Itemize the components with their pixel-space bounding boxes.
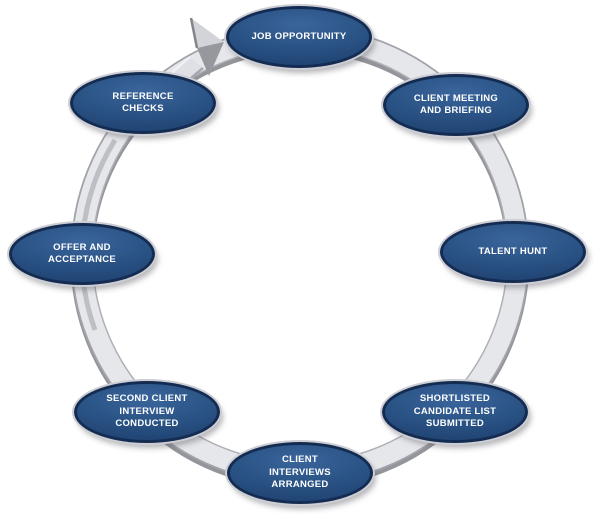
node-label: REFERENCE CHECKS	[112, 90, 174, 114]
node-talent-hunt: TALENT HUNT	[440, 221, 586, 283]
node-label: OFFER AND ACCEPTANCE	[47, 241, 117, 265]
node-label: CLIENT INTERVIEWS ARRANGED	[269, 454, 331, 491]
node-label: JOB OPPORTUNITY	[251, 30, 347, 42]
node-label: SHORTLISTED CANDIDATE LIST SUBMITTED	[413, 393, 497, 430]
node-client-meeting-and-briefing: CLIENT MEETING AND BRIEFING	[383, 74, 529, 136]
node-client-interviews-arranged: CLIENT INTERVIEWS ARRANGED	[227, 442, 373, 504]
node-label: SECOND CLIENT INTERVIEW CONDUCTED	[106, 393, 188, 430]
node-reference-checks: REFERENCE CHECKS	[70, 72, 216, 134]
node-shortlisted-candidate-list-submitted: SHORTLISTED CANDIDATE LIST SUBMITTED	[382, 381, 528, 443]
node-second-client-interview-conducted: SECOND CLIENT INTERVIEW CONDUCTED	[74, 381, 220, 443]
node-offer-and-acceptance: OFFER AND ACCEPTANCE	[9, 223, 155, 285]
node-label: CLIENT MEETING AND BRIEFING	[413, 92, 499, 116]
node-job-opportunity: JOB OPPORTUNITY	[226, 6, 372, 68]
node-label: TALENT HUNT	[478, 245, 548, 257]
